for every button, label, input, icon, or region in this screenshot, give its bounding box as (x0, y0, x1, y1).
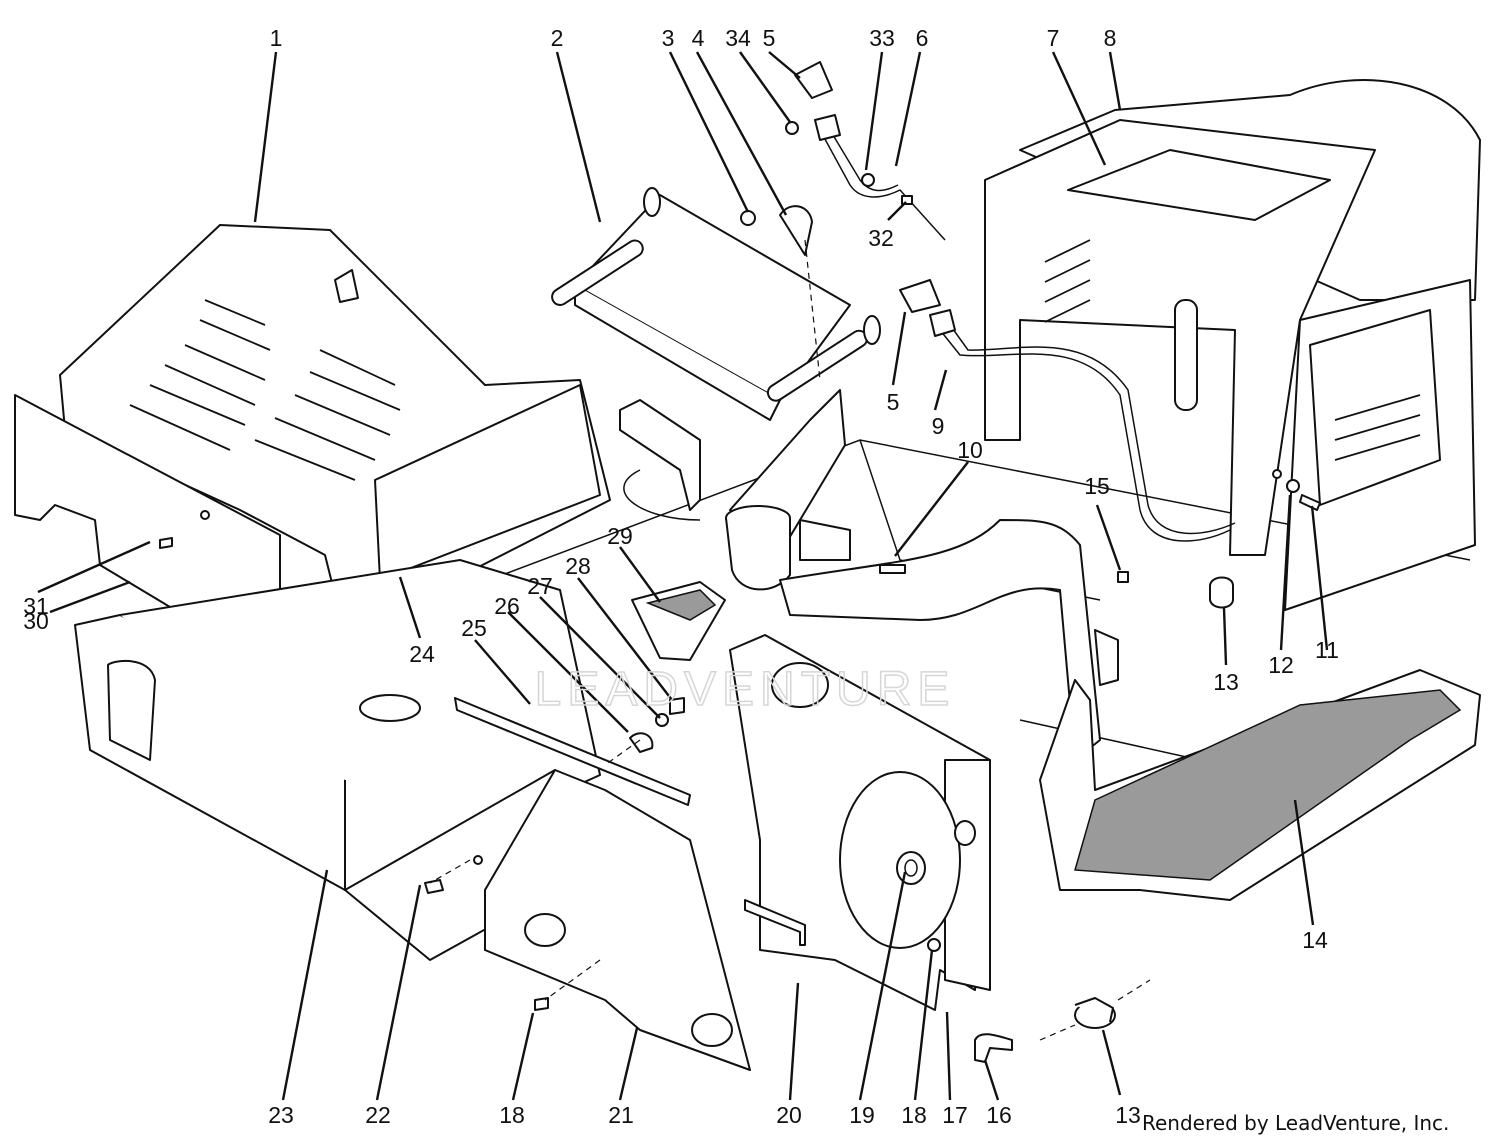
callout-20: 20 (776, 1102, 802, 1128)
front-cowl (74, 559, 611, 961)
watermark: LEADVENTURE (535, 663, 956, 716)
callout-26: 26 (494, 593, 520, 619)
callout-17: 17 (942, 1102, 968, 1128)
callout-8: 8 (1104, 25, 1117, 51)
steering-column (779, 519, 1119, 761)
callout-6: 6 (916, 25, 929, 51)
fan-shroud-panel (729, 634, 991, 1011)
callout-10: 10 (957, 437, 983, 463)
callout-14: 14 (1302, 927, 1328, 953)
callout-19: 19 (849, 1102, 875, 1128)
callout-13-bottom: 13 (1115, 1102, 1141, 1128)
callout-2: 2 (551, 25, 564, 51)
floor-plate (1039, 669, 1481, 901)
callout-7: 7 (1047, 25, 1060, 51)
callout-22: 22 (365, 1102, 391, 1128)
callout-5-top: 5 (763, 25, 776, 51)
callout-31: 31 (23, 593, 49, 619)
callout-28: 28 (565, 553, 591, 579)
oil-cooler (551, 187, 881, 421)
fender-slots (1044, 239, 1421, 461)
credit-text: Rendered by LeadVenture, Inc. (1142, 1111, 1449, 1135)
callout-12: 12 (1268, 652, 1294, 678)
callout-15: 15 (1084, 473, 1110, 499)
seat-pan-assembly (984, 79, 1481, 611)
callout-labels: 1 2 3 4 34 5 33 6 7 8 32 5 9 10 15 12 11… (23, 25, 1339, 1128)
callout-16: 16 (986, 1102, 1012, 1128)
callout-18-left: 18 (499, 1102, 525, 1128)
callout-33: 33 (869, 25, 895, 51)
callout-34: 34 (725, 25, 751, 51)
callout-11: 11 (1315, 637, 1339, 663)
callout-24: 24 (409, 641, 435, 667)
hydraulic-lines (794, 61, 1236, 542)
callout-1: 1 (270, 25, 283, 51)
callout-13-right: 13 (1213, 669, 1239, 695)
front-panel (484, 769, 751, 1071)
callout-3: 3 (662, 25, 675, 51)
callout-18-right: 18 (901, 1102, 927, 1128)
leader-lines (37, 51, 1329, 1101)
callout-25: 25 (461, 615, 487, 641)
callout-9: 9 (932, 413, 945, 439)
pedal (631, 581, 726, 661)
callout-30: 30 (23, 608, 49, 634)
callout-5-mid: 5 (887, 389, 900, 415)
hood-vents (129, 299, 401, 481)
steering-support (619, 389, 851, 591)
callout-29: 29 (607, 523, 633, 549)
callout-27: 27 (527, 573, 553, 599)
callout-21: 21 (608, 1102, 634, 1128)
callout-23: 23 (268, 1102, 294, 1128)
hardware (159, 121, 1321, 1063)
callout-4: 4 (692, 25, 705, 51)
callout-32: 32 (868, 225, 894, 251)
support-bar (454, 697, 691, 806)
